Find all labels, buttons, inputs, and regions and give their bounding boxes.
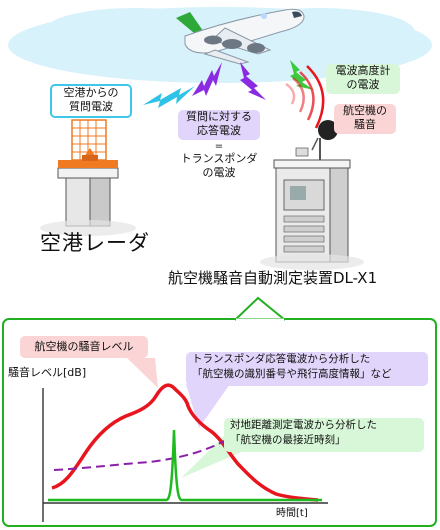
- transponder-label-line-2: の電波: [202, 166, 236, 179]
- transponder-callout-line-1: トランスポンダ応答電波から分析した: [192, 353, 371, 365]
- response-signal-bolt-2: [240, 62, 266, 100]
- altimeter-label-line-1: 電波高度計: [335, 64, 391, 77]
- altimeter-signal-bolt: [290, 60, 314, 90]
- distance-callout-line-1: 対地距離測定電波から分析した: [230, 419, 377, 431]
- noise-label-line-2: 騒音: [354, 118, 376, 131]
- response-label-line-2: 応答電波: [197, 124, 241, 137]
- transponder-label-line-1: トランスポンダ: [180, 152, 258, 165]
- transponder-callout-line-2: 「航空機の識別番号や飛行高度情報」など: [192, 368, 392, 380]
- transponder-label: トランスポンダ の電波: [170, 152, 268, 180]
- distance-callout-line-2: 「航空機の最接近時刻」: [230, 434, 346, 446]
- noise-level-curve: [51, 383, 319, 502]
- panel-pointer: [234, 296, 286, 321]
- airplane-icon: [176, 8, 305, 65]
- airport-radar-icon: [57, 119, 119, 227]
- radar-signal-label: 空港からの 質問電波: [50, 84, 132, 118]
- transponder-curve: [53, 417, 255, 471]
- response-label-line-1: 質問に対する: [186, 110, 252, 123]
- noise-label-line-1: 航空機の: [343, 104, 387, 117]
- radar-caption: 空港レーダ: [40, 231, 150, 255]
- altimeter-label-line-2: の電波: [346, 78, 380, 91]
- distance-pulse-curve: [48, 429, 322, 502]
- radar-signal-label-line-2: 質問電波: [69, 100, 113, 113]
- response-signal-label: 質問に対する 応答電波: [178, 110, 260, 140]
- graph-panel: [2, 318, 437, 527]
- transponder-callout: トランスポンダ応答電波から分析した 「航空機の識別番号や飛行高度情報」など: [186, 352, 428, 386]
- response-signal-bolt: [192, 62, 222, 96]
- equals-label: =: [214, 141, 224, 152]
- radar-signal-label-line-1: 空港からの: [63, 86, 119, 99]
- y-axis-label: 騒音レベル[dB]: [8, 366, 87, 379]
- sound-wave-icon: [285, 65, 325, 129]
- device-caption: 航空機騒音自動測定装置DL-X1: [168, 269, 378, 287]
- noise-label: 航空機の 騒音: [334, 104, 396, 134]
- radar-signal-bolt: [143, 86, 195, 108]
- measurement-device-icon: [273, 120, 351, 263]
- altimeter-label: 電波高度計 の電波: [326, 64, 400, 94]
- x-axis-label: 時間[t]: [276, 508, 308, 519]
- noise-level-callout: 航空機の騒音レベル: [20, 336, 148, 358]
- distance-callout: 対地距離測定電波から分析した 「航空機の最接近時刻」: [224, 418, 424, 452]
